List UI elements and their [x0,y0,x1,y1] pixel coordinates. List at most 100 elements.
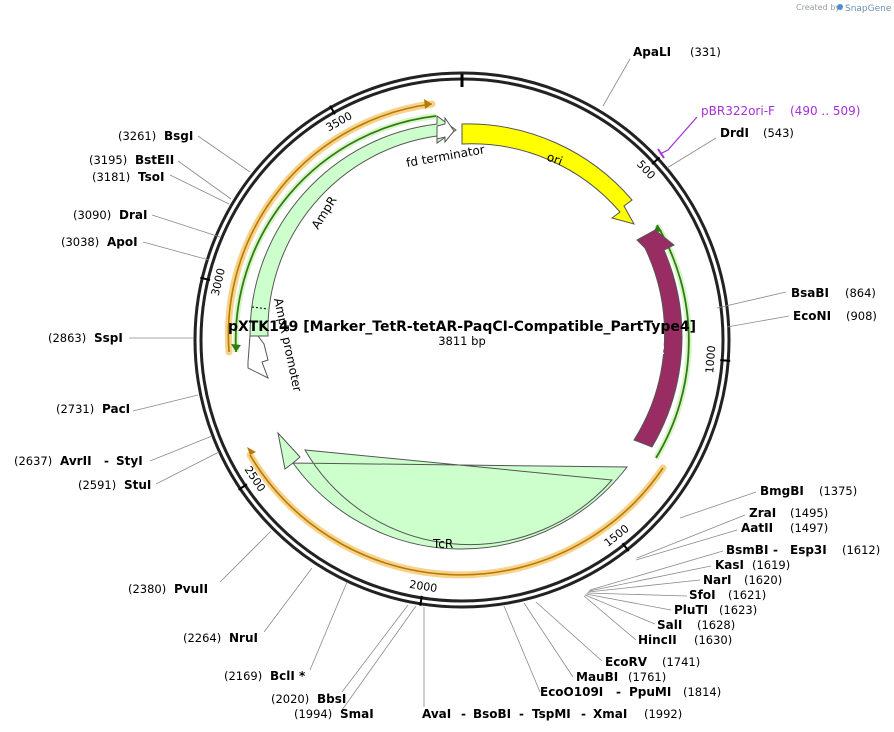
site-avrii-styi[interactable]: (2637) AvrII-StyI [14,454,143,468]
site-pos: (908) [846,309,877,323]
site-ecoo109i-ppumi[interactable]: EcoO109I-PpuMI(1814) [540,685,721,699]
feature-ori[interactable] [461,123,636,225]
site-hincii[interactable]: HincII (1630) [638,633,732,647]
site-pos: (1612) [842,543,880,557]
site-name: ApoI [107,235,138,249]
site-name: PluTI [674,603,708,617]
site-bsgi[interactable]: (3261)BsgI [118,129,193,143]
site-sspi[interactable]: (2863)SspI [48,331,123,345]
site-pos: (543) [763,126,794,140]
site-maubi[interactable]: MauBI (1761) [576,670,666,684]
site-pos: (2637) [14,454,52,468]
site-name: AatII [741,521,773,535]
feature-ampr[interactable] [249,115,457,337]
orf-ampr-inner-arc [231,113,437,353]
site-smai[interactable]: (1994)SmaI [294,707,374,721]
site-paci[interactable]: (2731) PacI [56,402,130,416]
site-nari[interactable]: NarI (1620) [703,573,782,587]
site-pos: (1630) [694,633,732,647]
site-name: DrdI [720,126,749,140]
site-bcli[interactable]: (2169)BclI * [224,669,306,683]
feature-fd-terminator[interactable] [436,116,455,144]
scale-tick [621,542,630,552]
site-name: NruI [229,631,258,645]
primer-pbr322ori-f[interactable]: pBR322ori-F (490 .. 509) [657,104,860,159]
credit-prefix: Created by [796,3,840,12]
site-pos: (3261) [118,129,156,143]
site-pos: (1628) [697,618,735,632]
site-name: HincII [638,633,677,647]
site-aatii[interactable]: AatII (1497) [741,521,828,535]
site-pos: (2264) [183,631,221,645]
site-pos: (2731) [56,402,94,416]
label-tetr: TetR [653,331,667,358]
site-nrui[interactable]: (2264) NruI [183,631,258,645]
site-tsoi[interactable]: (3181)TsoI [92,170,164,184]
site-leaders [129,58,790,711]
site-name: BclI * [270,669,306,683]
site-bmgbi[interactable]: BmgBI(1375) [760,484,857,498]
site-sali[interactable]: SalI (1628) [657,618,735,632]
site-pos: (1814) [683,685,721,699]
site-pos: (1620) [744,573,782,587]
site-name: SalI [657,618,682,632]
site-zrai[interactable]: ZraI(1495) [749,506,828,520]
site-name-4: XmaI [593,707,627,721]
scale-tick [419,595,423,606]
site-name: AvrII [60,454,92,468]
site-name: PacI [102,402,130,416]
site-bbsi[interactable]: (2020)BbsI [271,692,346,706]
site-name-2: BsoBI [473,707,511,721]
scale-tick [329,105,336,115]
site-bsabi[interactable]: BsaBI(864) [791,286,876,300]
site-pos: (864) [845,286,876,300]
orf-tcr-arc [246,447,667,579]
site-ecorv[interactable]: EcoRV(1741) [605,655,700,669]
site-pvuii[interactable]: (2380) PvuII [128,582,208,596]
site-separator: - [519,707,524,721]
site-bsmbi-esp3i[interactable]: BsmBI-Esp3I(1612) [726,543,880,557]
scale-tick [720,359,731,362]
site-name: BbsI [317,692,346,706]
site-drdi[interactable]: DrdI (543) [720,126,794,140]
site-drai[interactable]: (3090)DraI [73,208,147,222]
site-pluti[interactable]: PluTI (1623) [674,603,757,617]
snapgene-logo-icon [837,4,843,10]
site-separator: - [104,454,109,468]
site-apali[interactable]: ApaLI(331) [633,45,721,59]
site-name: SmaI [340,707,374,721]
site-pos: (1623) [719,603,757,617]
site-kasi[interactable]: KasI(1619) [715,558,790,572]
primer-range: (490 .. 509) [790,104,860,118]
site-name: StuI [124,478,151,492]
scale-tick [200,276,211,281]
feature-tetr[interactable] [633,229,683,448]
site-bsteii[interactable]: (3195)BstEII [89,153,174,167]
site-name: NarI [703,573,732,587]
site-pos: (2380) [128,582,166,596]
feature-ampr-promoter[interactable] [247,335,269,380]
site-pos: (3195) [89,153,127,167]
site-apoi[interactable]: (3038)ApoI [61,235,138,249]
feature-tcr[interactable] [277,431,629,550]
snapgene-brand: SnapGene [845,4,892,14]
site-avai-group[interactable]: AvaI-BsoBI-TspMI-XmaI(1992) [422,707,682,721]
scale-tick [238,483,248,491]
site-name-2: StyI [116,454,143,468]
site-sfoi[interactable]: SfoI(1621) [689,588,766,602]
site-pos: (1375) [819,484,857,498]
plasmid-title: pXTK149 [Marker_TetR-tetAR-PaqCI-Compati… [228,319,696,335]
site-pos: (1761) [628,670,666,684]
site-pos: (3090) [73,208,111,222]
site-stui[interactable]: (2591)StuI [78,478,151,492]
site-econi[interactable]: EcoNI(908) [793,309,877,323]
scale-tick-label: 2000 [408,578,438,595]
site-name: AvaI [422,707,451,721]
site-name: MauBI [576,670,618,684]
site-name: KasI [715,558,744,572]
site-pos: (1497) [790,521,828,535]
site-pos: (331) [690,45,721,59]
scale-tick [651,156,661,165]
site-name: PvuII [174,582,208,596]
